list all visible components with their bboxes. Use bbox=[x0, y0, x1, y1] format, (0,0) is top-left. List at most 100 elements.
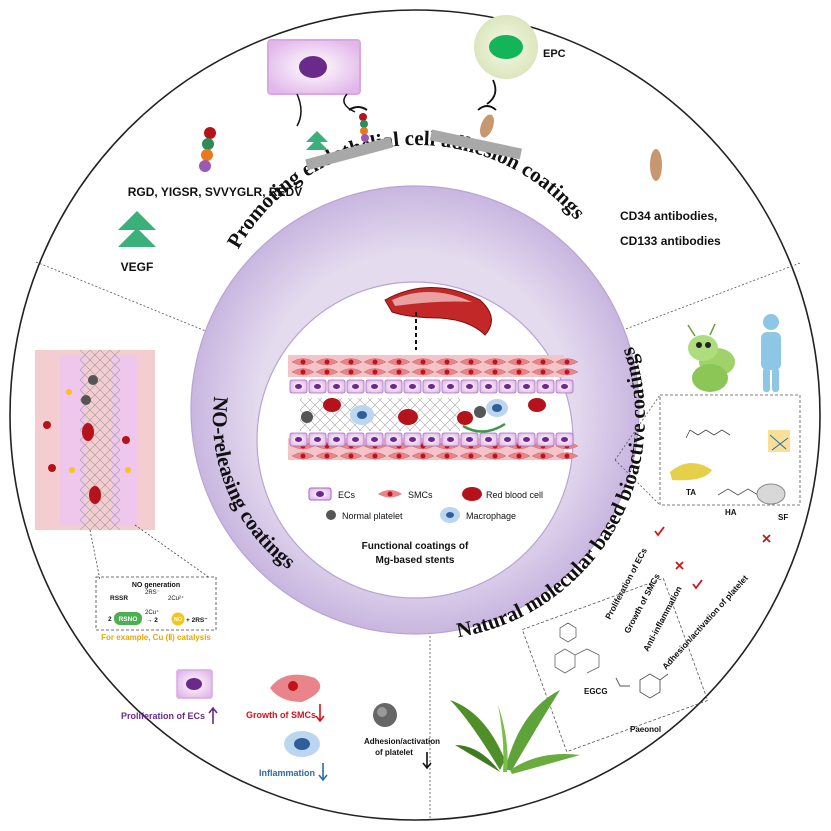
smc-nucleus bbox=[324, 453, 330, 459]
antibody-icon bbox=[650, 149, 662, 181]
ec-cell-large bbox=[267, 39, 361, 95]
antibodies-line2: CD133 antibodies bbox=[620, 234, 721, 248]
rsno-label: RSNO bbox=[119, 616, 138, 623]
inflammation-down-arrow bbox=[318, 763, 328, 782]
smc-nucleus bbox=[564, 359, 570, 365]
ec-nucleus bbox=[504, 384, 511, 389]
ec-nucleus bbox=[485, 384, 492, 389]
smc-nucleus bbox=[348, 453, 354, 459]
legend-macrophage: Macrophage bbox=[466, 511, 516, 521]
center-caption-line2: Mg-based stents bbox=[376, 555, 455, 566]
smc-nucleus bbox=[372, 359, 378, 365]
smc-nucleus bbox=[324, 359, 330, 365]
vessel-icon bbox=[384, 287, 492, 336]
cross-mark-1 bbox=[675, 561, 684, 570]
smc-nucleus bbox=[300, 359, 306, 365]
ec-nucleus bbox=[428, 437, 435, 442]
ec-nucleus bbox=[542, 437, 549, 442]
ec-nucleus bbox=[561, 437, 568, 442]
smc-nucleus bbox=[372, 453, 378, 459]
ec-nucleus bbox=[428, 384, 435, 389]
vegf-small-icon bbox=[306, 131, 328, 150]
rssr-label: RSSR bbox=[110, 595, 128, 602]
peptide-chain-small bbox=[359, 113, 369, 142]
epc-linker bbox=[477, 79, 497, 111]
two-rs-label: 2RS⁻ bbox=[145, 590, 160, 596]
natural-molecules-box bbox=[659, 394, 801, 506]
adhesion-line1: Adhesion/activation bbox=[364, 737, 440, 746]
two-left-label: 2 bbox=[108, 616, 112, 623]
smc-nucleus bbox=[492, 359, 498, 365]
center-caption-line1: Functional coatings of bbox=[362, 541, 469, 552]
example-label: For example, Cu (Ⅱ) catalysis bbox=[101, 633, 211, 642]
smc-nucleus bbox=[396, 359, 402, 365]
ec-nucleus bbox=[523, 384, 530, 389]
smc-nucleus bbox=[372, 369, 378, 375]
ta-structure bbox=[685, 429, 731, 439]
smc-nucleus bbox=[540, 359, 546, 365]
adhesion-down-arrow bbox=[422, 752, 432, 770]
smc-nucleus bbox=[420, 369, 426, 375]
growth-down-arrow bbox=[315, 704, 325, 723]
smc-nucleus bbox=[300, 453, 306, 459]
molecules-zoom-line bbox=[614, 394, 661, 506]
smc-nucleus bbox=[396, 453, 402, 459]
vegf-icon bbox=[118, 211, 156, 247]
ec-nucleus bbox=[466, 384, 473, 389]
rsno-badge bbox=[114, 612, 142, 625]
silkworm-icon bbox=[687, 323, 735, 392]
smc-nucleus bbox=[420, 359, 426, 365]
prolif-ecs-label: Proliferation of ECs bbox=[121, 711, 205, 721]
smc-nucleus bbox=[564, 453, 570, 459]
smc-nucleus bbox=[468, 359, 474, 365]
smc-nucleus bbox=[324, 369, 330, 375]
paeonol-structure bbox=[615, 673, 669, 699]
inflammation-label: Inflammation bbox=[259, 768, 315, 778]
two-mid-label: → 2 bbox=[146, 617, 158, 624]
divider-left bbox=[35, 261, 229, 341]
no-generation-box bbox=[95, 576, 217, 631]
stent-tissue-illustration bbox=[35, 350, 155, 530]
cross-mark-2 bbox=[762, 534, 771, 543]
smc-nucleus bbox=[492, 369, 498, 375]
ec-nucleus bbox=[466, 437, 473, 442]
ec-nucleus bbox=[447, 437, 454, 442]
ha-label: HA bbox=[725, 508, 737, 517]
egcg-structure bbox=[554, 622, 600, 674]
smc-nucleus bbox=[564, 369, 570, 375]
ta-label: TA bbox=[686, 488, 696, 497]
growth-smcs-label: Growth of SMCs bbox=[246, 710, 316, 720]
ec-nucleus bbox=[333, 437, 340, 442]
legend-smcs: SMCs bbox=[408, 490, 433, 500]
legend-platelet: Normal platelet bbox=[342, 511, 403, 521]
legend-rbc: Red blood cell bbox=[486, 490, 543, 500]
ec-nucleus bbox=[352, 384, 359, 389]
smc-nucleus bbox=[516, 359, 522, 365]
ec-nucleus bbox=[314, 384, 321, 389]
smc-nucleus bbox=[516, 369, 522, 375]
antibodies-line1: CD34 antibodies, bbox=[620, 209, 717, 223]
legend-ecs: ECs bbox=[338, 490, 356, 500]
no-badge bbox=[171, 612, 185, 626]
lumen-contents bbox=[301, 398, 546, 433]
paeonol-label: Paeonol bbox=[630, 725, 661, 734]
ec-nucleus bbox=[352, 437, 359, 442]
sf-label: SF bbox=[778, 513, 788, 522]
epc-cell bbox=[474, 15, 538, 79]
smc-row-top bbox=[291, 358, 579, 376]
ec-nucleus bbox=[295, 437, 302, 442]
check-mark-1 bbox=[654, 526, 665, 537]
stent-surface-right bbox=[429, 129, 523, 160]
smc-nucleus bbox=[420, 453, 426, 459]
ec-nucleus bbox=[523, 437, 530, 442]
ec-nucleus bbox=[542, 384, 549, 389]
smc-nucleus bbox=[444, 453, 450, 459]
smc-nucleus bbox=[516, 453, 522, 459]
ec-nucleus bbox=[371, 437, 378, 442]
ec-nucleus bbox=[333, 384, 340, 389]
smc-nucleus bbox=[468, 453, 474, 459]
smc-nucleus bbox=[444, 369, 450, 375]
check-mark-2 bbox=[692, 579, 703, 590]
no-generation-title: NO generation bbox=[132, 582, 180, 589]
